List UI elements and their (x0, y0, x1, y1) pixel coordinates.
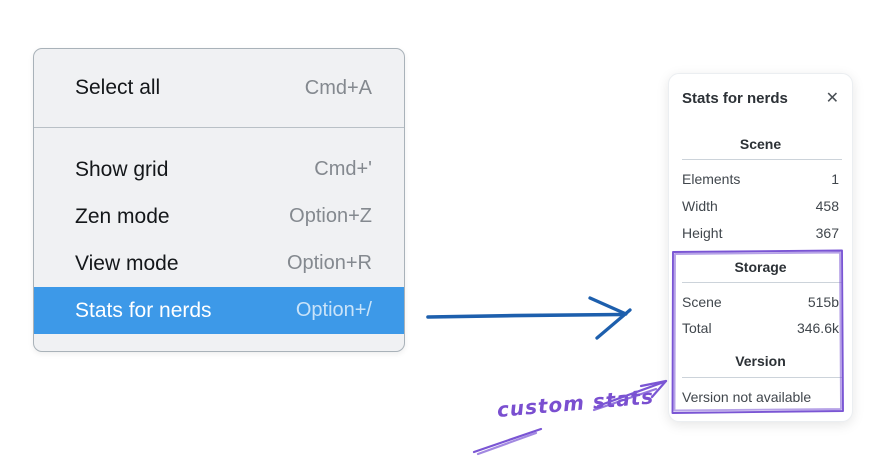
menu-item-shortcut: Cmd+' (314, 158, 372, 180)
divider (682, 282, 842, 283)
stats-panel-header: Stats for nerds ✕ (682, 88, 839, 110)
arrow-right-icon (426, 296, 632, 340)
stat-label: Scene (682, 294, 722, 310)
stat-row-total-storage: Total 346.6k (682, 315, 839, 341)
menu-item-label: Select all (75, 76, 161, 99)
panel-title: Stats for nerds (682, 90, 788, 107)
stats-panel: Stats for nerds ✕ Scene Elements 1 Width… (668, 73, 853, 422)
menu-item-show-grid[interactable]: Show grid Cmd+' (34, 146, 404, 193)
menu-item-shortcut: Option+/ (295, 299, 372, 321)
stat-value: 515b (807, 294, 839, 310)
close-icon[interactable]: ✕ (825, 90, 839, 107)
menu-item-shortcut: Cmd+A (304, 76, 372, 99)
stat-label: Width (682, 198, 718, 214)
menu-separator (34, 127, 404, 128)
menu-item-shortcut: Option+Z (289, 205, 372, 227)
menu-item-label: Zen mode (75, 204, 170, 228)
context-menu: Select all Cmd+A Show grid Cmd+' Zen mod… (33, 48, 405, 352)
stat-value: 367 (815, 225, 839, 241)
version-note: Version not available (682, 389, 812, 405)
menu-item-zen-mode[interactable]: Zen mode Option+Z (34, 193, 404, 240)
divider (682, 159, 842, 160)
section-heading-scene: Scene (739, 136, 782, 152)
stat-row-width: Width 458 (682, 193, 839, 220)
divider (682, 377, 842, 378)
stat-value: 458 (815, 198, 839, 214)
stat-row-height: Height 367 (682, 220, 839, 247)
section-heading-storage: Storage (734, 259, 787, 275)
stat-label: Elements (682, 171, 741, 187)
menu-item-label: View mode (75, 251, 179, 275)
menu-item-view-mode[interactable]: View mode Option+R (34, 240, 404, 287)
menu-item-shortcut: Option+R (286, 252, 372, 274)
section-heading-version: Version (735, 353, 786, 369)
stat-value: 346.6k (796, 320, 839, 336)
menu-item-stats-for-nerds[interactable]: Stats for nerds Option+/ (34, 287, 404, 334)
menu-item-select-all[interactable]: Select all Cmd+A (34, 49, 404, 127)
stat-label: Total (682, 320, 712, 336)
stat-label: Height (682, 225, 723, 241)
menu-item-label: Show grid (75, 157, 169, 181)
stat-row-scene-storage: Scene 515b (682, 289, 839, 315)
menu-item-label: Stats for nerds (75, 298, 212, 322)
annotation-label: custom stats (495, 384, 655, 422)
menu-group: Show grid Cmd+' Zen mode Option+Z View m… (34, 128, 404, 334)
stat-row-elements: Elements 1 (682, 166, 839, 193)
stat-value: 1 (831, 171, 839, 187)
